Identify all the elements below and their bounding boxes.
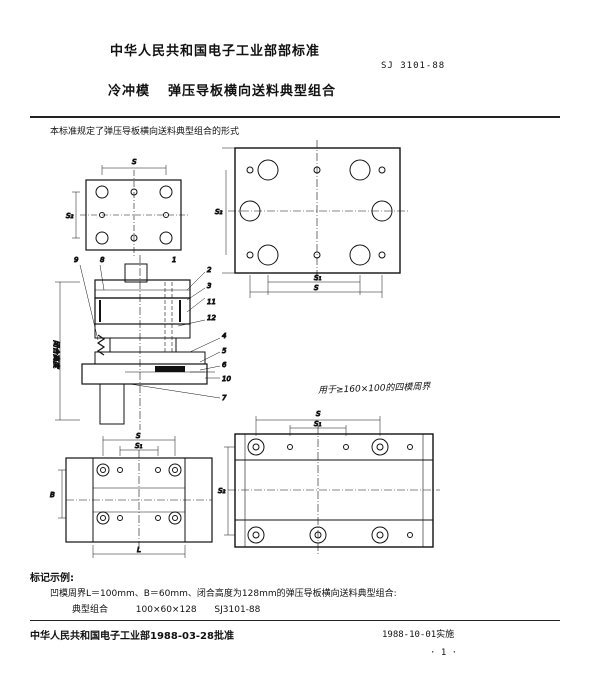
part-11: 11: [207, 298, 216, 306]
dim-l-bottom-left: L: [137, 546, 141, 554]
marking-example-line: 典型组合 100×60×128 SJ3101-88: [72, 602, 260, 615]
title-prefix: 冷冲模: [108, 84, 151, 99]
part-7: 7: [222, 394, 227, 402]
dim-s2-top-left: S₂: [66, 212, 73, 220]
part-12: 12: [207, 314, 216, 322]
title-main: 弹压导板横向送料典型组合: [168, 84, 337, 99]
part-4: 4: [222, 332, 226, 340]
top-right-plate-view: [222, 140, 408, 298]
standard-code: SJ 3101-88: [381, 61, 446, 71]
part-6: 6: [222, 361, 227, 369]
dim-s2-top-right: S₂: [215, 208, 222, 216]
dim-s-top-left: S: [132, 158, 137, 166]
marking-heading: 标记示例:: [30, 573, 74, 584]
marking-example-text: 凹模周界L＝100mm、B＝60mm、闭合高度为128mm的弹压导板横向送料典型…: [50, 589, 397, 599]
issuing-organization: 中华人民共和国电子工业部部标准: [110, 44, 321, 59]
dim-s1-top-right: S₁: [314, 274, 321, 282]
intro-text: 本标准规定了弹压导板横向送料典型组合的形式: [50, 127, 240, 137]
closed-height-label: 闭合高度: [52, 340, 60, 369]
top-left-plate-view: [72, 165, 188, 256]
page-number: · 1 ·: [430, 648, 458, 658]
bottom-left-plate-view: [58, 436, 213, 558]
example-code: SJ3101-88: [214, 605, 261, 615]
dim-s-bottom-right: S: [316, 410, 321, 418]
part-9: 9: [74, 256, 79, 264]
part-3: 3: [207, 282, 211, 290]
dim-s1-bottom-left: S₁: [135, 442, 142, 450]
bottom-right-plate-view: [224, 416, 440, 555]
dim-s-bottom-left: S: [136, 432, 141, 440]
part-1: 1: [172, 256, 176, 264]
header-rule: [30, 116, 560, 118]
effective-date: 1988-10-01实施: [382, 630, 455, 640]
part-8: 8: [100, 256, 105, 264]
die-section-view: [55, 255, 221, 430]
part-5: 5: [222, 347, 227, 355]
example-dims: 100×60×128: [135, 605, 197, 615]
document-title: 冷冲模 弹压导板横向送料典型组合: [108, 80, 354, 99]
footer-rule: [30, 620, 560, 621]
part-10: 10: [222, 375, 231, 383]
part-2: 2: [207, 266, 212, 274]
dim-s1-bottom-right: S₁: [314, 420, 321, 428]
dim-s2-bottom-right: S₂: [218, 487, 225, 495]
dim-b-bottom-left: B: [50, 491, 55, 499]
approval-info: 中华人民共和国电子工业部1988-03-28批准: [30, 631, 234, 642]
example-name: 典型组合: [72, 605, 109, 615]
dim-s-top-right: S: [314, 284, 319, 292]
